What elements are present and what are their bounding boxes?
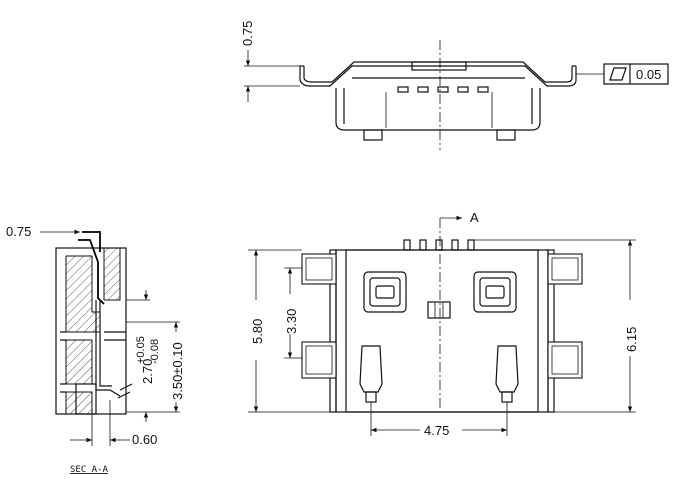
top-view-foot-left (363, 129, 383, 141)
flatness-value: 0.05 (636, 67, 661, 82)
section-dim-2-70: 2.70 (140, 359, 155, 384)
section-view: 0.75 2.70 +0.05 -0.08 3.50±0.10 0.60 SEC… (6, 224, 185, 475)
front-dim-5-80: 5.80 (250, 319, 265, 344)
top-view: 0.75 0.05 (240, 21, 669, 150)
front-windows (363, 271, 517, 313)
section-marker-a: A (470, 210, 479, 225)
flatness-callout: 0.05 (603, 63, 669, 85)
front-center-slot (427, 301, 451, 319)
section-dim-0-60: 0.60 (132, 432, 157, 447)
front-side-pads (301, 253, 583, 379)
flatness-parallelogram-icon (609, 67, 627, 81)
front-top-pins (403, 239, 475, 251)
section-dim-2-70-minus: -0.08 (149, 339, 161, 364)
top-view-dim-0-75: 0.75 (240, 21, 255, 46)
top-view-pins (397, 86, 489, 93)
front-dim-6-15: 6.15 (624, 327, 639, 352)
section-label: SEC A-A (70, 465, 109, 475)
front-lower-legs (359, 345, 519, 403)
front-view: A (248, 210, 639, 438)
section-dim-3-50: 3.50±0.10 (170, 342, 185, 400)
section-dim-2-70-plus: +0.05 (135, 336, 147, 364)
section-dim-0-75: 0.75 (6, 224, 31, 239)
front-dim-4-75: 4.75 (424, 423, 449, 438)
front-dim-3-30: 3.30 (284, 309, 299, 334)
top-view-tab (411, 61, 467, 71)
top-view-body (299, 65, 577, 87)
top-view-foot-right (496, 129, 516, 141)
